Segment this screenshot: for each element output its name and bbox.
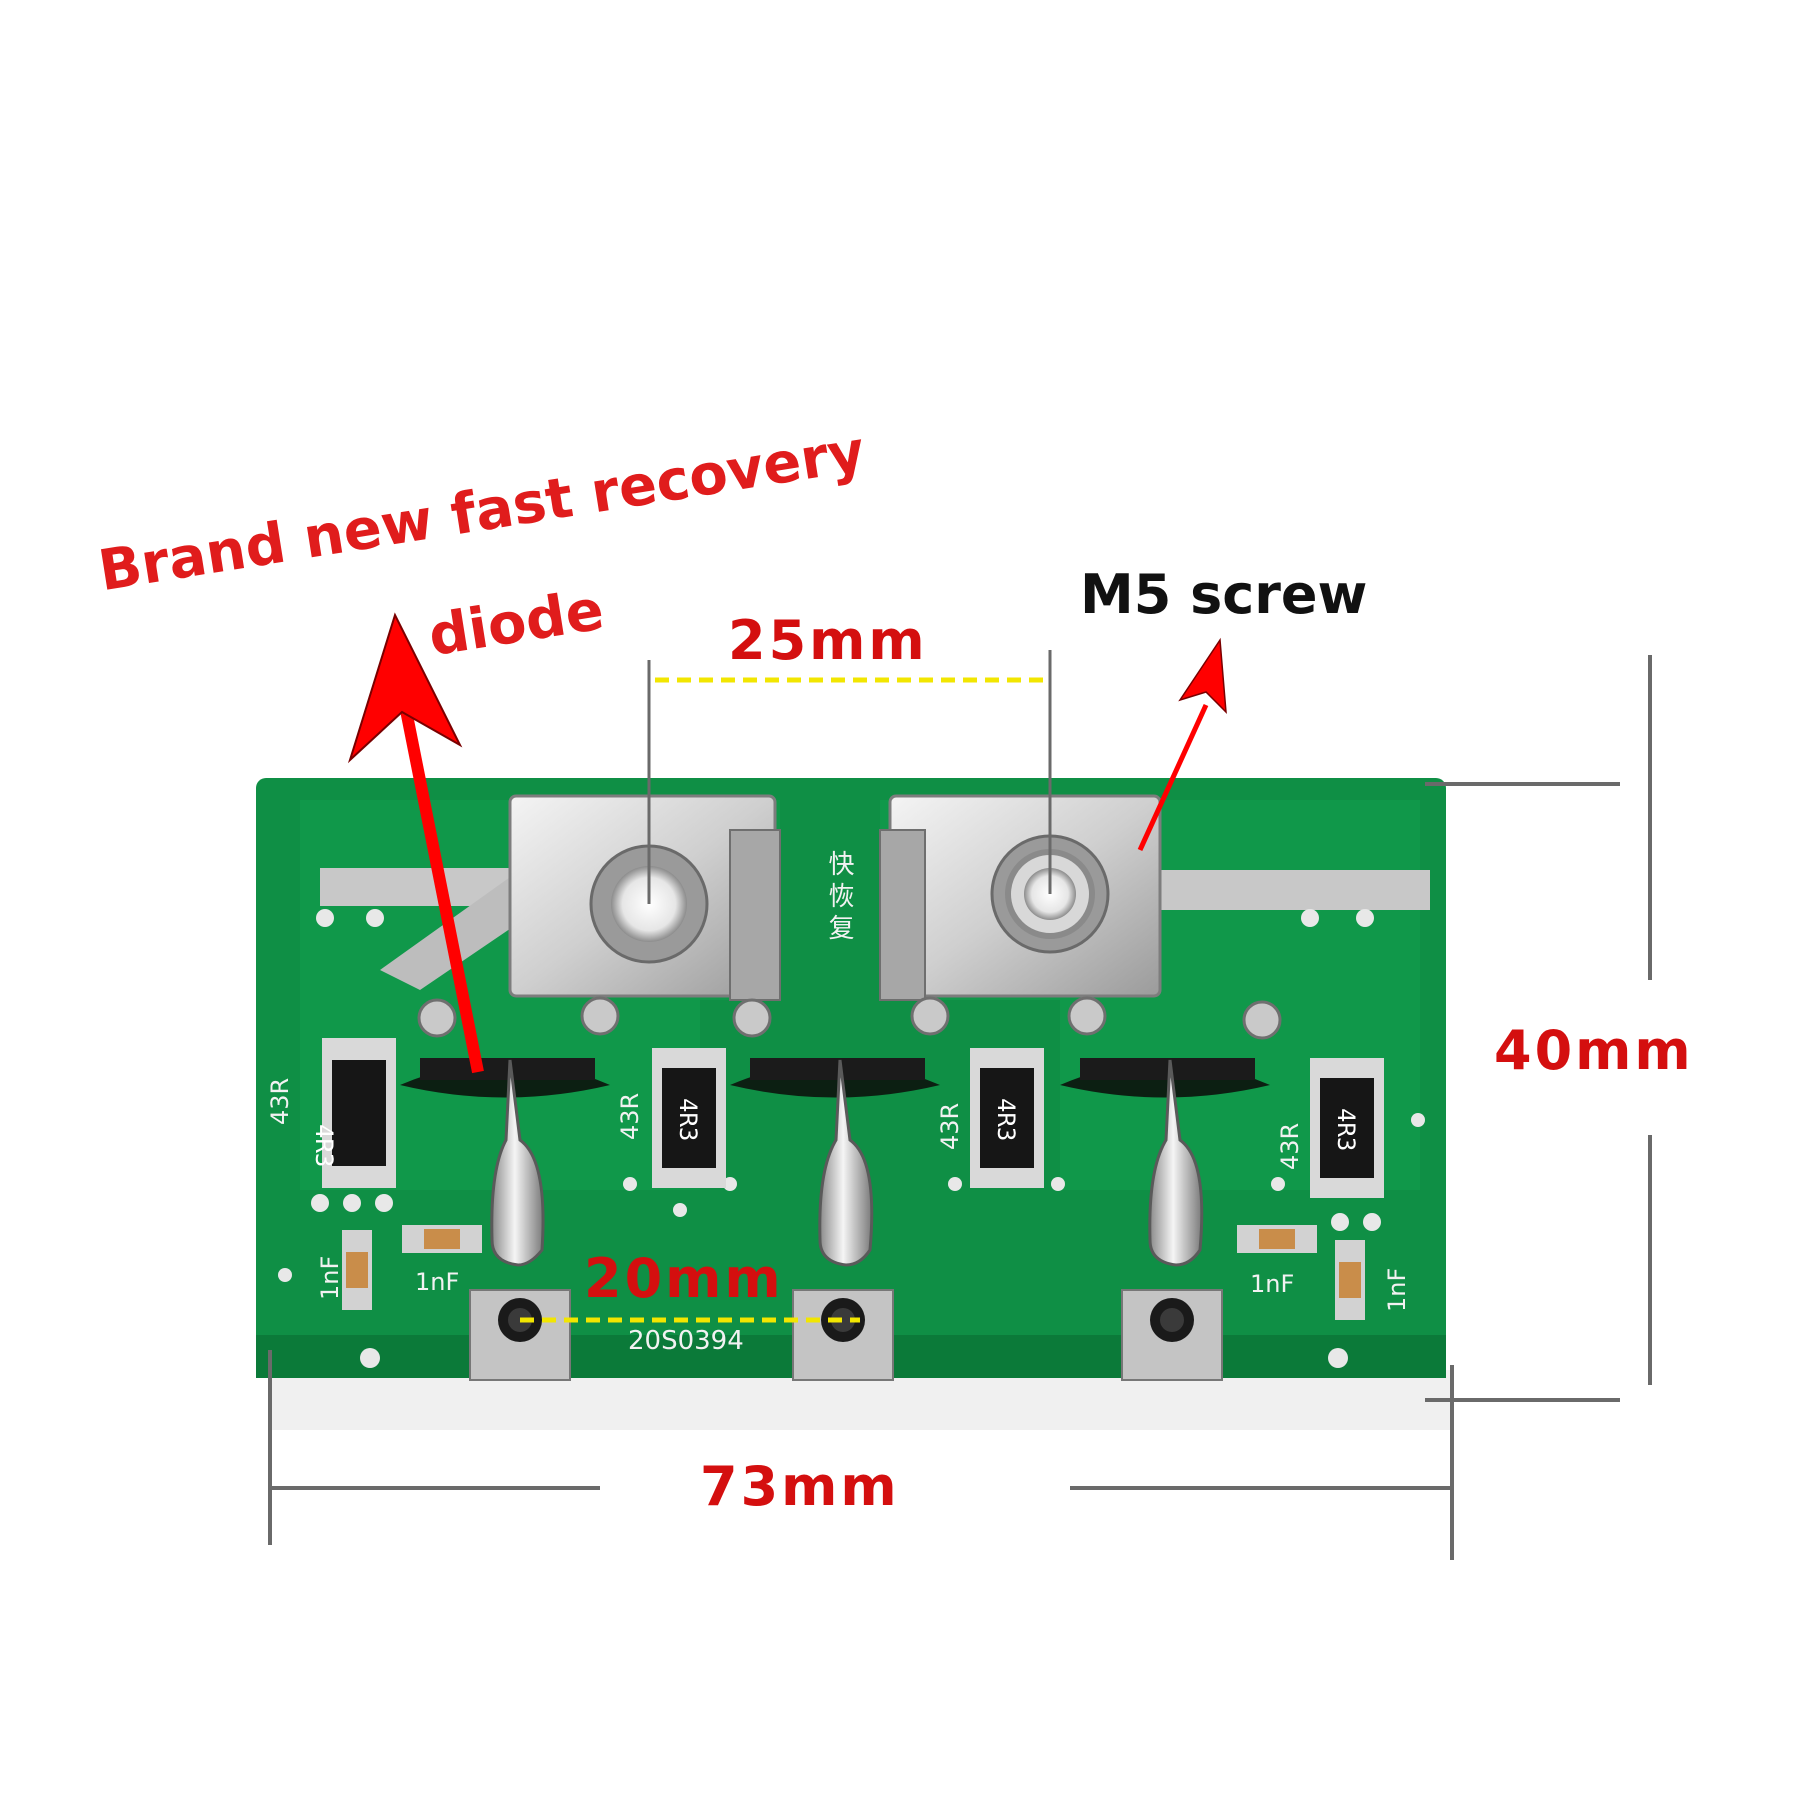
vias — [278, 909, 1425, 1368]
capacitors — [342, 1225, 1365, 1320]
left-bus-strip — [320, 868, 520, 906]
dim-20-label: 20mm — [584, 1247, 784, 1310]
screw-callout: M5 screw — [1080, 563, 1368, 626]
left-bus-arm — [380, 870, 545, 990]
screw-arrow — [1137, 637, 1227, 852]
capacitor-label-2: 1nF — [415, 1268, 460, 1296]
capacitor-label-1: 1nF — [316, 1255, 344, 1300]
dim-25-label: 25mm — [728, 609, 928, 672]
resistor-marking-2: 4R3 — [674, 1098, 702, 1142]
solder-bumps — [417, 996, 1282, 1040]
left-terminal — [508, 794, 781, 1001]
diode-pins — [490, 1059, 1204, 1267]
resistor-marking-3: 4R3 — [992, 1098, 1020, 1142]
bottom-pads — [469, 1289, 1223, 1381]
resistor-marking-4: 4R3 — [1332, 1108, 1360, 1152]
diode-bodies — [420, 1058, 1255, 1080]
capacitor-label-3: 1nF — [1250, 1270, 1295, 1298]
resistors — [322, 1038, 1384, 1198]
resistor-label-3: 43R — [936, 1102, 964, 1150]
part-number-silk: 20S0394 — [628, 1326, 744, 1356]
resistor-label-4: 43R — [1276, 1122, 1304, 1170]
resistor-label-2: 43R — [616, 1092, 644, 1140]
right-bus-strip — [1150, 870, 1430, 910]
resistor-marking-1: 4R3 — [310, 1124, 338, 1168]
dim-73-label: 73mm — [700, 1455, 900, 1518]
capacitor-label-4: 1nF — [1383, 1267, 1411, 1312]
diode-arrow — [347, 612, 484, 1074]
dim-40-label: 40mm — [1494, 1019, 1694, 1082]
chinese-silk-label: 快恢复 — [824, 850, 854, 946]
right-terminal — [879, 794, 1162, 1001]
resistor-label-1: 43R — [266, 1077, 294, 1125]
